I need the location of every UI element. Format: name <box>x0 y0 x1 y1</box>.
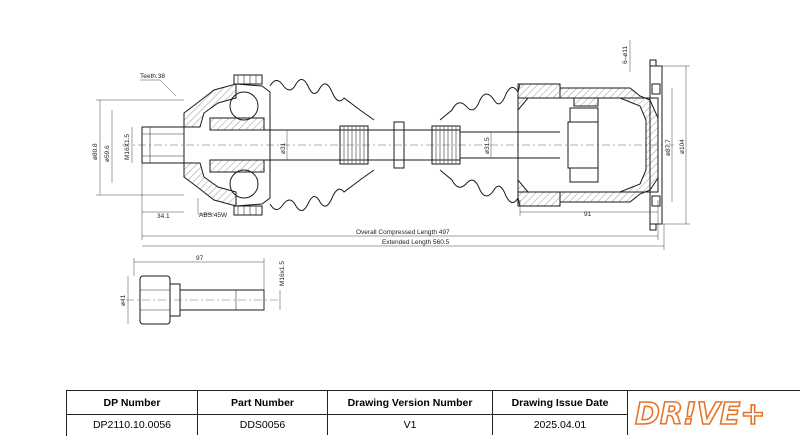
drawing-issue-date-header: Drawing Issue Date <box>493 391 628 415</box>
extended-length-label: Extended Length 560.5 <box>382 239 450 246</box>
part-number-header: Part Number <box>198 391 328 415</box>
logo-graphic: DR!VE+ <box>634 396 766 430</box>
drive-shaft <box>264 121 560 169</box>
drive-plus-logo: DR!VE+ <box>628 391 800 435</box>
dim-m16x1-5-bolt: M16x1.5 <box>279 261 286 286</box>
dim-phi41: ø41 <box>120 294 127 306</box>
bolt-view <box>126 258 281 325</box>
drawing-version-value: V1 <box>328 415 493 435</box>
drawing-issue-date-value: 2025.04.01 <box>493 415 628 435</box>
outer-cv-joint <box>141 74 271 216</box>
dp-number-value: DP2110.10.0056 <box>67 415 198 435</box>
drawing-version-header: Drawing Version Number <box>328 391 493 415</box>
part-number-value: DDS0056 <box>198 415 328 435</box>
technical-drawing: Teeth:38 ABS:45W Overall Compressed Leng… <box>92 40 690 325</box>
dim-97: 97 <box>196 255 204 262</box>
inner-tripod-joint <box>517 59 663 231</box>
teeth-label: Teeth:38 <box>140 73 165 80</box>
dim-phi104: ø104 <box>679 139 686 154</box>
dim-phi31-5: ø31.5 <box>484 137 491 154</box>
abs-label: ABS:45W <box>199 212 228 219</box>
dim-m16x1-5: M16X1.5 <box>124 134 131 160</box>
dim-phi31: ø31 <box>280 142 287 154</box>
dim-phi59-6: ø59.6 <box>104 145 111 162</box>
dim-91: 91 <box>584 211 592 218</box>
dim-phi87-7: ø87.7 <box>665 139 672 156</box>
title-block: DP Number Part Number Drawing Version Nu… <box>66 390 800 436</box>
dim-6-phi11: 6–ø11 <box>622 46 629 64</box>
inner-boot <box>439 83 560 207</box>
svg-text:DR!VE+: DR!VE+ <box>635 397 766 430</box>
dp-number-header: DP Number <box>67 391 198 415</box>
dim-phi80-8: ø80.8 <box>92 143 99 160</box>
overall-length-label: Overall Compressed Length 497 <box>356 229 450 236</box>
dim-34-1: 34.1 <box>157 213 170 220</box>
dimensions-main <box>96 40 690 250</box>
outer-boot <box>269 79 375 211</box>
